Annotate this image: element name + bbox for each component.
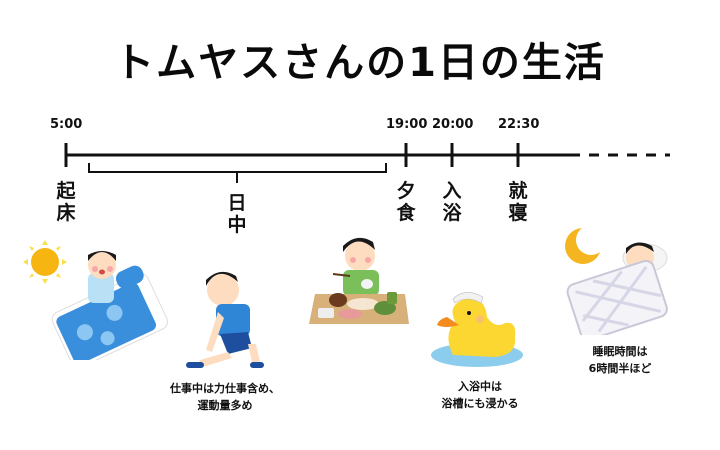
moon-icon	[565, 228, 600, 264]
event-label-daytime: 日 中	[227, 192, 247, 236]
time-label-sleep: 22:30	[498, 117, 540, 132]
bath-duck-illustration	[431, 292, 523, 367]
time-label-wake: 5:00	[50, 117, 83, 132]
sleep-caption: 睡眠時間は 6時間半ほど	[588, 345, 652, 375]
event-label-dinner: 夕 食	[396, 180, 416, 224]
event-label-wake: 起 床	[56, 180, 76, 224]
event-label-sleep: 就 寝	[508, 180, 528, 224]
wake-up-illustration	[23, 240, 168, 360]
daytime-caption: 仕事中は力仕事含め、 運動量多め	[170, 382, 280, 412]
page-title: トムヤスさんの1日の生活	[114, 40, 606, 86]
time-label-bath: 20:00	[432, 117, 474, 132]
timeline-axis	[64, 143, 670, 183]
event-label-bath: 入 浴	[442, 180, 462, 224]
sun-icon	[23, 240, 67, 284]
bath-caption: 入浴中は 浴槽にも浸かる	[441, 380, 519, 410]
dinner-illustration	[309, 237, 409, 324]
daytime-exercise-illustration	[186, 271, 264, 368]
time-label-dinner: 19:00	[386, 117, 428, 132]
sleep-illustration	[565, 228, 668, 335]
